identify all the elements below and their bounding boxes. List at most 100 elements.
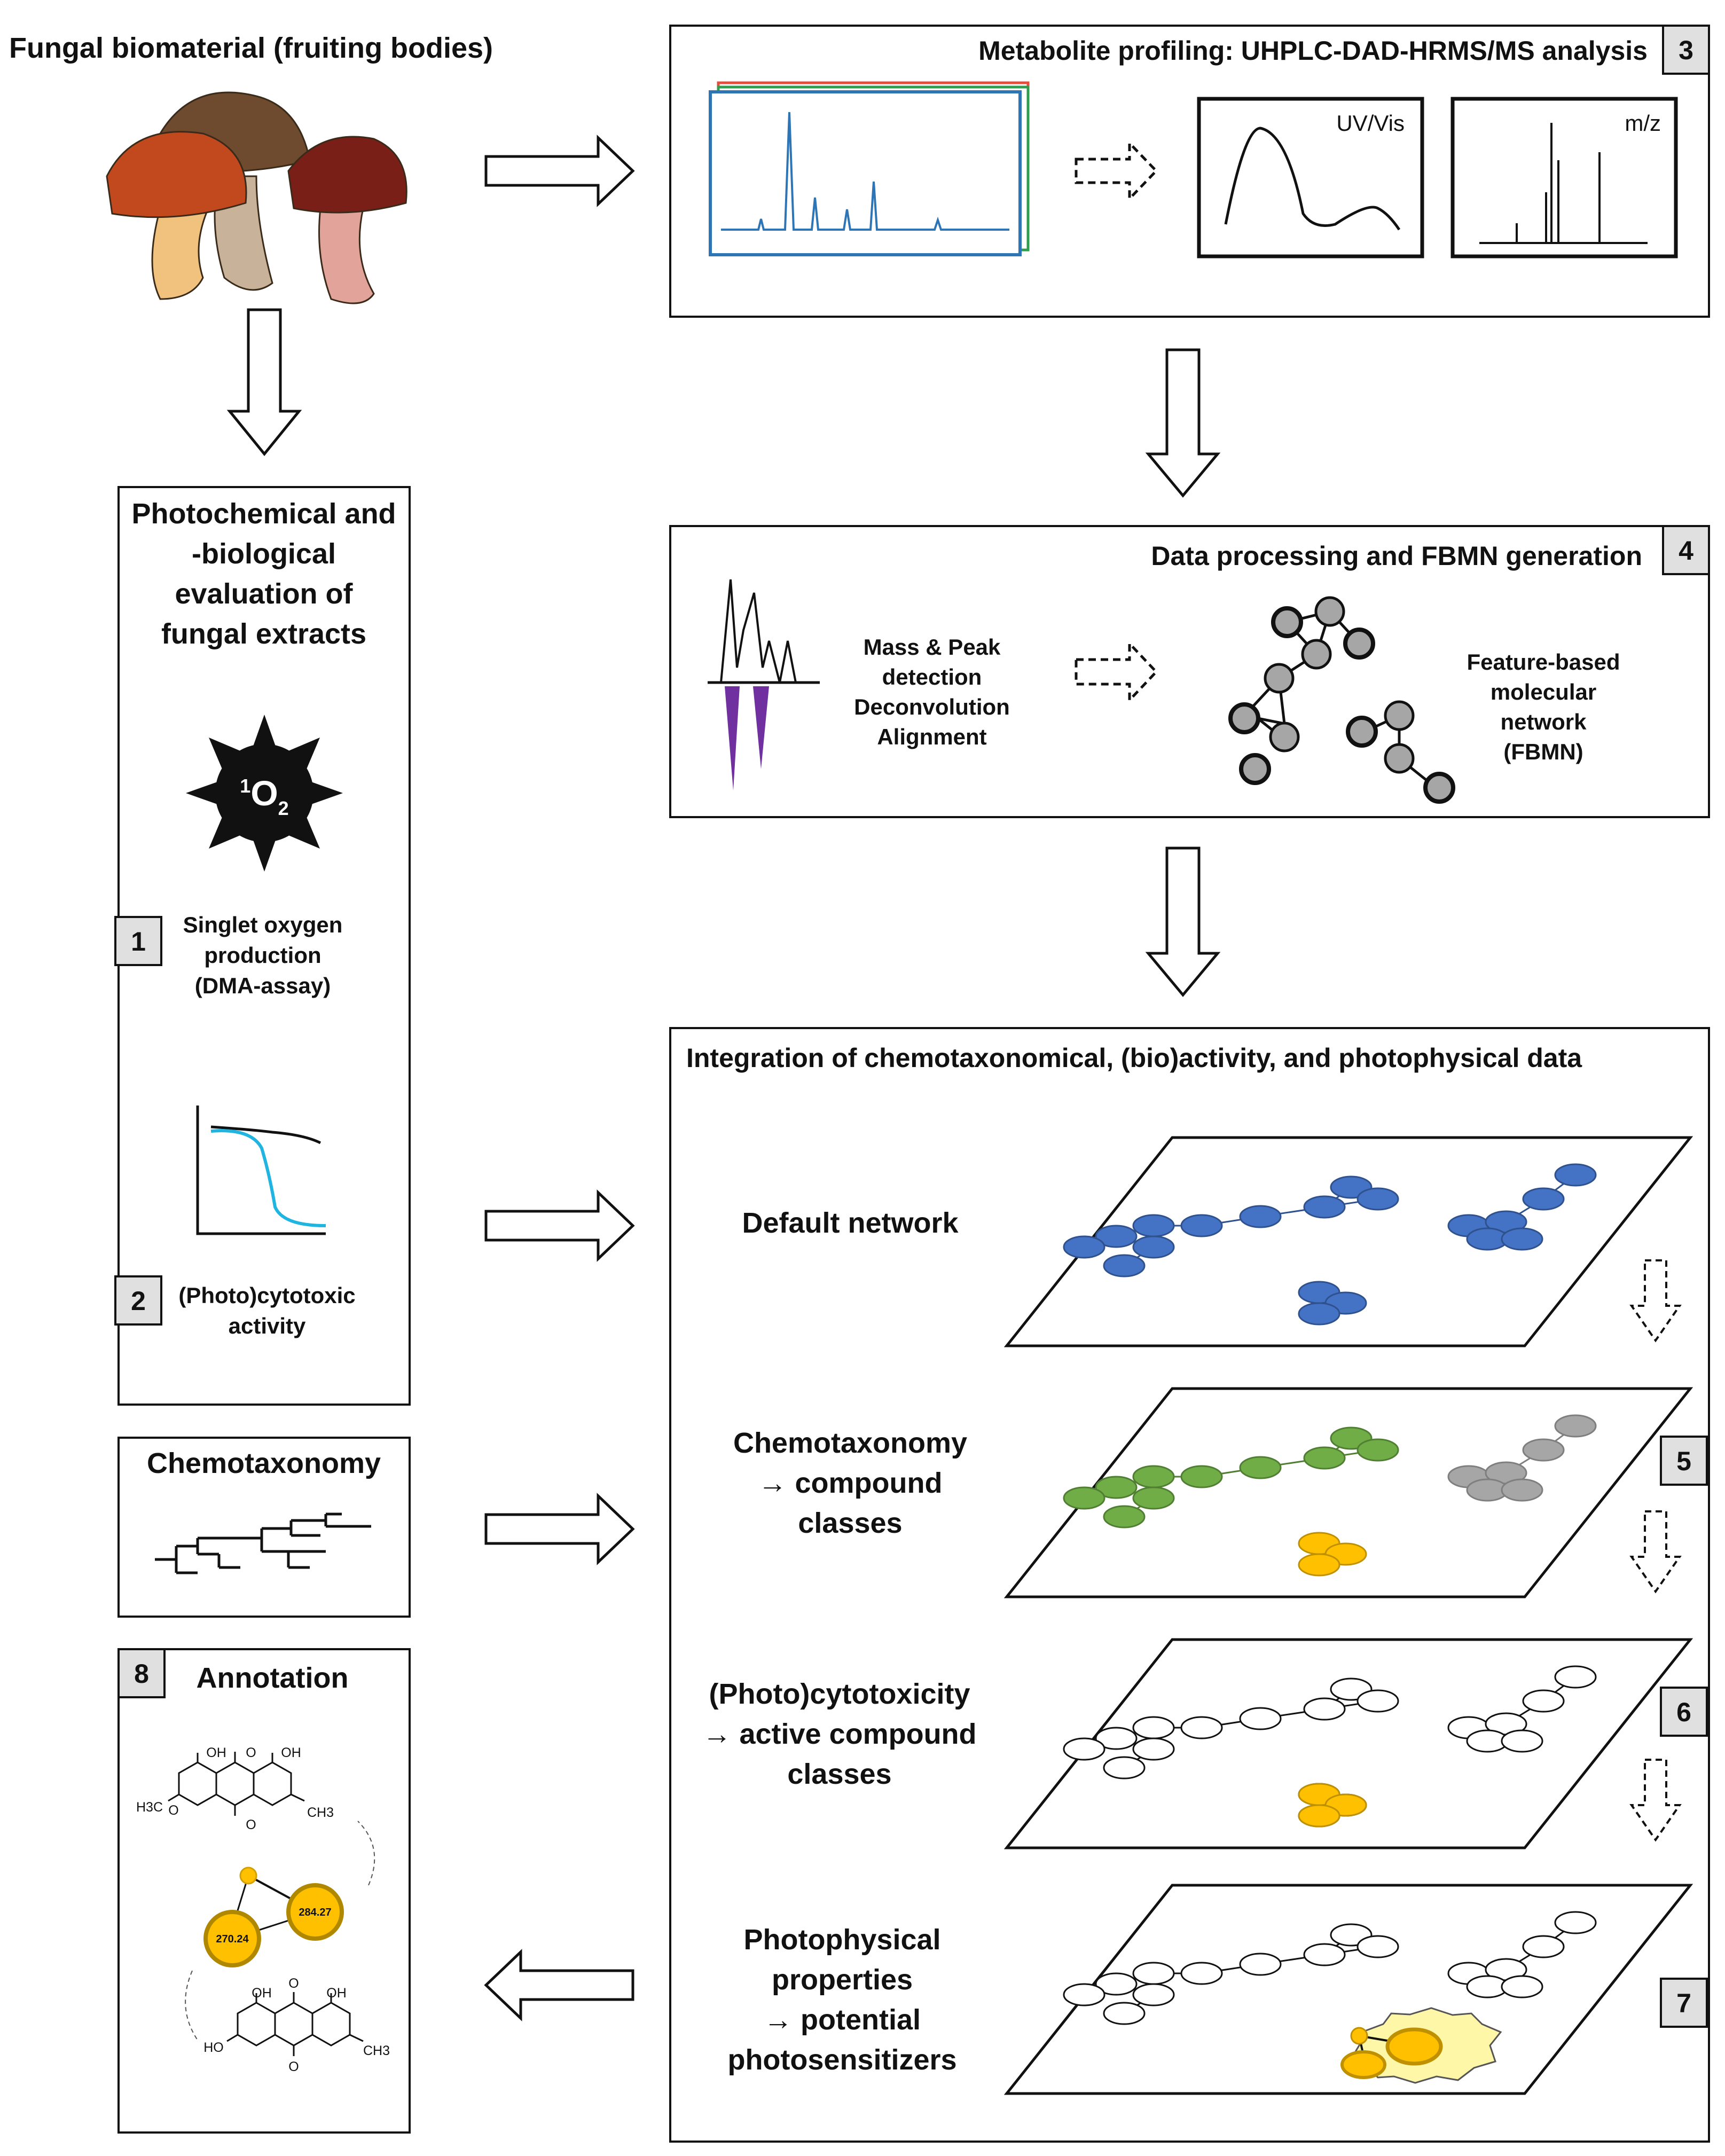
- layer-2-label-line-3: classes: [798, 1507, 902, 1539]
- layer-3-network: [1063, 1665, 1597, 1828]
- mushroom-illustration: [106, 91, 407, 304]
- step-5-badge: [1660, 1436, 1708, 1486]
- step-4-left-line-4: Alignment: [877, 724, 986, 749]
- anthraquinone-structure-bottom: [226, 1992, 364, 2056]
- chem-label: CH3: [363, 2043, 390, 2058]
- chem-label: HO: [203, 2040, 224, 2055]
- chem-label: O: [288, 1976, 299, 1991]
- chem-label: OH: [281, 1745, 301, 1760]
- dashed-down-arrow-3: [1629, 1759, 1682, 1842]
- mass-spectrum-peaks: [1479, 123, 1648, 244]
- step-7-number: 7: [1676, 1988, 1691, 2018]
- step-2-label-line-2: activity: [229, 1313, 306, 1338]
- dashed-arrow-to-fbmn: [1075, 640, 1158, 704]
- step-1-number: 1: [131, 927, 146, 957]
- phylogenetic-tree-icon: [155, 1512, 371, 1574]
- step-1-badge: [114, 916, 162, 966]
- chemotaxonomy-box: [117, 1437, 411, 1618]
- node-mass-label-284: 284.27: [299, 1907, 331, 1918]
- data-processing-title: Data processing and FBMN generation: [1151, 541, 1642, 571]
- chemotaxonomy-title: Chemotaxonomy: [147, 1447, 381, 1479]
- layer-4-label-line-1: Photophysical: [743, 1924, 940, 1956]
- dose-response-plot: [196, 1106, 326, 1235]
- dashed-arrow-to-spectra: [1075, 139, 1158, 202]
- chem-label: O: [246, 1745, 256, 1760]
- right-arrow-chemotaxonomy-to-integration: [484, 1493, 635, 1565]
- evaluation-title-line-1: Photochemical and: [131, 498, 396, 530]
- mass-spectrum-label: m/z: [1625, 111, 1661, 136]
- layer-4-plane: [1003, 1884, 1693, 2095]
- down-arrow-to-data-processing: [1145, 348, 1221, 498]
- layer-1-plane: [1003, 1136, 1693, 1347]
- step-2-number: 2: [131, 1286, 146, 1316]
- chem-label: H3C: [136, 1800, 163, 1815]
- chem-label: O: [246, 1817, 256, 1832]
- layer-3-label-line-1: (Photo)cytotoxicity: [709, 1678, 970, 1710]
- molecular-network-annotation: [185, 1821, 375, 2041]
- layer-2-plane: [1003, 1387, 1693, 1598]
- left-arrow-to-annotation: [484, 1949, 634, 2021]
- chem-label: OH: [252, 1986, 272, 2001]
- step-1-label-line-1: Singlet oxygen: [183, 912, 343, 937]
- step-4-right-line-3: network: [1500, 709, 1587, 734]
- step-4-left-line-2: detection: [882, 664, 982, 689]
- annotation-title: Annotation: [197, 1662, 349, 1694]
- singlet-oxygen-sun-icon: [186, 715, 343, 872]
- dashed-down-arrow-1: [1629, 1259, 1682, 1343]
- mass-spectrum-panel: [1450, 97, 1678, 258]
- chem-label: OH: [326, 1986, 347, 2001]
- step-8-number: 8: [134, 1659, 149, 1689]
- step-4-right-line-4: (FBMN): [1503, 739, 1583, 764]
- down-arrow-to-evaluation: [226, 308, 302, 456]
- uv-vis-spectrum: [1224, 127, 1401, 231]
- layer-2-label-line-1: Chemotaxonomy: [733, 1427, 967, 1459]
- step-2-badge: [114, 1275, 162, 1326]
- node-mass-label-270: 270.24: [216, 1933, 249, 1945]
- chromatogram-stack: [709, 81, 1030, 256]
- step-4-left-line-1: Mass & Peak: [864, 634, 1001, 660]
- step-6-number: 6: [1676, 1697, 1691, 1727]
- layer-1-label-line-1: Default network: [742, 1207, 959, 1239]
- photosensitizer-glow-icon: [1340, 2007, 1502, 2084]
- fungal-biomaterial-title: Fungal biomaterial (fruiting bodies): [9, 32, 493, 64]
- data-processing-box: [669, 525, 1710, 818]
- step-1-label-line-2: production: [204, 943, 321, 968]
- right-arrow-to-metabolite-profiling: [484, 135, 635, 207]
- layer-3-label-line-2: → active compound: [702, 1718, 976, 1750]
- integration-box: [669, 1027, 1710, 2143]
- fbmn-network-icon: [1228, 596, 1455, 804]
- chem-label: O: [288, 2059, 299, 2074]
- layer-4-network: [1063, 1911, 1597, 2025]
- uv-vis-label: UV/Vis: [1336, 111, 1405, 136]
- singlet-oxygen-symbol: 1O2: [240, 773, 288, 819]
- chem-label: O: [168, 1803, 178, 1818]
- layer-3-label-line-3: classes: [787, 1758, 891, 1790]
- layer-3-plane: [1003, 1638, 1693, 1849]
- layer-2-network: [1063, 1414, 1597, 1577]
- step-3-number: 3: [1679, 35, 1693, 65]
- step-1-label-line-3: (DMA-assay): [195, 973, 331, 998]
- step-4-left-line-3: Deconvolution: [854, 694, 1010, 719]
- right-arrow-evaluation-to-integration: [484, 1189, 635, 1262]
- evaluation-title-line-3: evaluation of: [175, 578, 353, 610]
- layer-4-label-line-4: photosensitizers: [727, 2044, 956, 2076]
- anthraquinone-structure-top: [168, 1752, 305, 1816]
- step-4-number: 4: [1679, 536, 1693, 566]
- step-3-badge: [1662, 25, 1710, 75]
- evaluation-title-line-2: -biological: [192, 538, 336, 570]
- step-5-number: 5: [1676, 1446, 1691, 1476]
- chem-label: CH3: [307, 1805, 334, 1820]
- annotation-box: [117, 1648, 411, 2134]
- layer-4-label-line-3: → potential: [764, 2004, 921, 2036]
- cytotoxicity-curve: [210, 1129, 326, 1227]
- evaluation-title-line-4: fungal extracts: [161, 618, 366, 650]
- step-7-badge: [1660, 1978, 1708, 2028]
- metabolite-profiling-title: Metabolite profiling: UHPLC-DAD-HRMS/MS …: [978, 36, 1648, 66]
- layer-4-label-line-2: properties: [772, 1964, 913, 1996]
- peak-detection-icon: [708, 579, 820, 790]
- step-4-badge: [1662, 525, 1710, 575]
- step-6-badge: [1660, 1687, 1708, 1737]
- down-arrow-to-integration: [1145, 846, 1221, 997]
- metabolite-profiling-box: [669, 25, 1710, 318]
